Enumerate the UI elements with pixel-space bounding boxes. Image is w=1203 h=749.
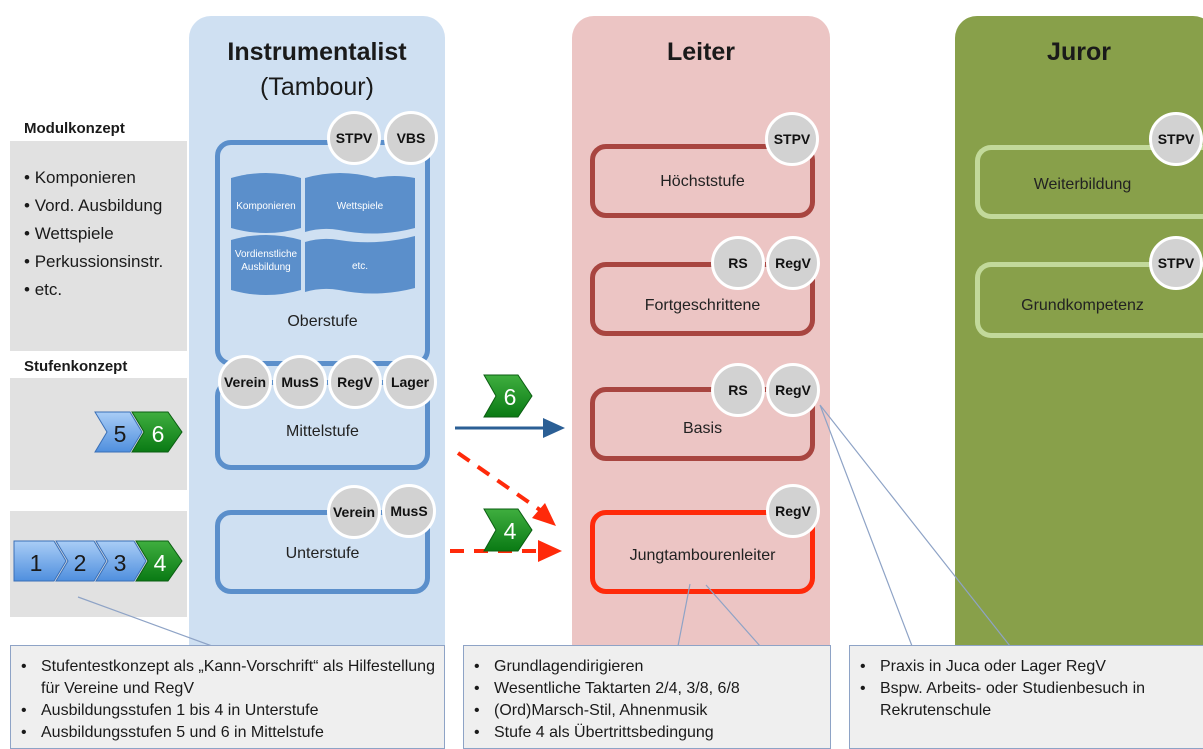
transition-tag-4 xyxy=(483,508,533,552)
module-wettspiele-shape xyxy=(305,173,415,234)
chevron-label-2: 2 xyxy=(74,550,87,576)
badge-regv: RegV xyxy=(766,236,820,290)
modul-item: • Komponieren xyxy=(24,168,136,187)
basis-label: Basis xyxy=(682,420,723,437)
badge-stpv: STPV xyxy=(1149,236,1203,290)
badge-rs: RS xyxy=(711,363,765,417)
chevron-label-6: 6 xyxy=(152,421,165,447)
instrumentalist-subtitle: (Tambour) xyxy=(260,73,374,101)
mittelstufe-label: Mittelstufe xyxy=(286,423,359,440)
note-stufentest: Stufentestkonzept als „Kann-Vorschrift“ … xyxy=(10,645,445,749)
note-item: Bspw. Arbeits- oder Studienbesuch in Rek… xyxy=(850,678,1203,722)
note-item: Grundlagendirigieren xyxy=(464,656,830,678)
chevron-label-3: 3 xyxy=(114,550,127,576)
weiterbildung-box: Weiterbildung xyxy=(975,145,1203,219)
stufen-1-4-chevrons: 1 2 3 4 xyxy=(13,540,183,582)
unterstufe-label: Unterstufe xyxy=(285,545,360,562)
badge-lager: Lager xyxy=(383,355,437,409)
fortgeschrittene-box: Fortgeschrittene xyxy=(590,262,815,336)
transition-label-6: 6 xyxy=(504,384,517,410)
stufen-5-6-chevrons: 5 6 xyxy=(94,411,183,453)
juror-title: Juror xyxy=(1047,38,1111,66)
module-komponieren-shape xyxy=(231,173,301,233)
unterstufe-box: Unterstufe xyxy=(215,510,430,594)
badge-regv: RegV xyxy=(766,484,820,538)
grundkompetenz-label: Grundkompetenz xyxy=(1021,297,1144,314)
module-etc-shape xyxy=(305,236,415,294)
badge-muss: MusS xyxy=(273,355,327,409)
note-item: Ausbildungsstufen 1 bis 4 in Unterstufe xyxy=(11,700,444,722)
note-item: Stufe 4 als Übertrittsbedingung xyxy=(464,722,830,744)
instrumentalist-title: Instrumentalist xyxy=(227,38,407,66)
oberstufe-box: Oberstufe xyxy=(215,140,430,366)
callout-pointer-left xyxy=(77,596,250,647)
module-komponieren: Komponieren xyxy=(236,201,295,212)
fortgeschrittene-label: Fortgeschrittene xyxy=(644,297,761,314)
chevron-2 xyxy=(55,540,107,582)
basis-box: Basis xyxy=(590,387,815,461)
chevron-label-1: 1 xyxy=(30,550,43,576)
chevron-label-5: 5 xyxy=(114,421,127,447)
note-item: Stufentestkonzept als „Kann-Vorschrift“ … xyxy=(11,656,444,700)
modul-item: • Vord. Ausbildung xyxy=(24,196,163,215)
leiter-title: Leiter xyxy=(666,38,736,66)
chevron-3 xyxy=(95,540,147,582)
note-item: Praxis in Juca oder Lager RegV xyxy=(850,656,1203,678)
stufenkonzept-heading: Stufenkonzept xyxy=(24,358,128,375)
jungtambourenleiter-label: Jungtambourenleiter xyxy=(629,547,776,564)
module-wettspiele: Wettspiele xyxy=(337,201,384,212)
arrow-head xyxy=(532,503,556,526)
hoechststufe-label: Höchststufe xyxy=(660,173,745,190)
badge-regv: RegV xyxy=(328,355,382,409)
note-jungtambourenleiter: Grundlagendirigieren Wesentliche Taktart… xyxy=(463,645,831,749)
chevron-6 xyxy=(131,411,183,453)
badge-regv: RegV xyxy=(766,363,820,417)
callout-pointer-middle xyxy=(677,583,762,647)
grundkompetenz-box: Grundkompetenz xyxy=(975,262,1203,338)
badge-muss: MusS xyxy=(382,484,436,538)
module-etc: etc. xyxy=(352,261,368,272)
modul-item: • Perkussionsinstr. xyxy=(24,252,164,271)
note-item: Ausbildungsstufen 5 und 6 in Mittelstufe xyxy=(11,722,444,744)
badge-verein: Verein xyxy=(327,485,381,539)
chevron-4 xyxy=(135,540,183,582)
oberstufe-label: Oberstufe xyxy=(287,313,358,330)
callout-pointer-right xyxy=(819,404,1012,647)
module-vordienstliche-shape xyxy=(231,235,301,295)
modul-item: • etc. xyxy=(24,280,63,299)
badge-stpv: STPV xyxy=(327,111,381,165)
note-item: Wesentliche Taktarten 2/4, 3/8, 6/8 xyxy=(464,678,830,700)
badge-verein: Verein xyxy=(218,355,272,409)
hoechststufe-box: Höchststufe xyxy=(590,144,815,218)
arrow-mittelstufe-to-jungtambourenleiter xyxy=(456,451,542,512)
modulkonzept-panel xyxy=(10,141,187,351)
modul-item: • Wettspiele xyxy=(24,224,114,243)
modulkonzept-list: • Komponieren • Vord. Ausbildung • Wetts… xyxy=(24,164,163,304)
jungtambourenleiter-box: Jungtambourenleiter xyxy=(590,510,815,594)
arrow-head xyxy=(543,418,565,438)
transition-label-4: 4 xyxy=(504,518,517,544)
weiterbildung-label: Weiterbildung xyxy=(1033,176,1132,193)
badge-stpv: STPV xyxy=(1149,112,1203,166)
transition-tag-6 xyxy=(483,374,533,418)
modulkonzept-heading: Modulkonzept xyxy=(24,120,125,137)
note-regv: Praxis in Juca oder Lager RegV Bspw. Arb… xyxy=(849,645,1203,749)
arrow-head xyxy=(538,540,562,562)
badge-rs: RS xyxy=(711,236,765,290)
chevron-label-4: 4 xyxy=(154,550,167,576)
badge-vbs: VBS xyxy=(384,111,438,165)
chevron-5 xyxy=(94,411,143,453)
badge-stpv: STPV xyxy=(765,112,819,166)
chevron-1 xyxy=(13,540,67,582)
note-item: (Ord)Marsch-Stil, Ahnenmusik xyxy=(464,700,830,722)
